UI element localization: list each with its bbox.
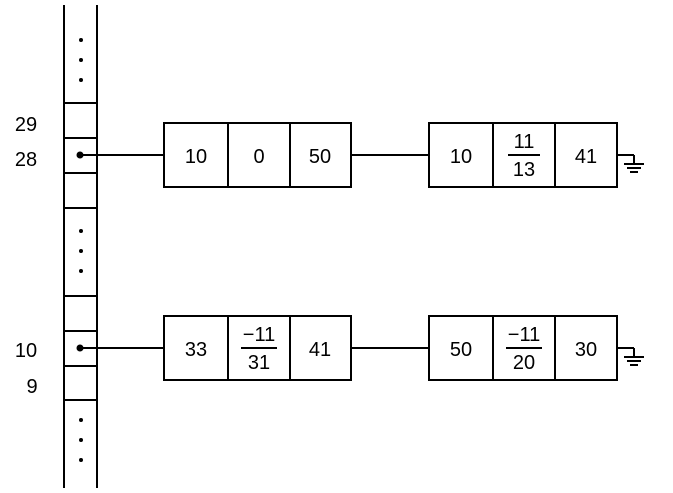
list-node: 33 −11 31 41 bbox=[163, 315, 352, 381]
array-ellipsis-dots bbox=[79, 38, 83, 462]
ellipsis-dot bbox=[79, 249, 83, 253]
null-ground-icon bbox=[617, 154, 644, 173]
node-value: 0 bbox=[253, 146, 264, 168]
fraction-numerator: −11 bbox=[508, 324, 540, 346]
ellipsis-dot bbox=[79, 269, 83, 273]
ellipsis-dot bbox=[79, 78, 83, 82]
node-value: 50 bbox=[450, 339, 472, 361]
hash-array bbox=[63, 5, 98, 488]
linked-list-bottom: 33 −11 31 41 50 −11 20 30 bbox=[76, 315, 644, 381]
node-value: 41 bbox=[309, 339, 331, 361]
list-node: 50 −11 20 30 bbox=[428, 315, 618, 381]
node-value: 30 bbox=[575, 339, 597, 361]
fraction-denominator: 13 bbox=[513, 159, 535, 181]
null-ground-icon bbox=[617, 347, 644, 366]
ellipsis-dot bbox=[79, 458, 83, 462]
list-node: 10 11 13 41 bbox=[428, 122, 618, 188]
fraction-denominator: 20 bbox=[513, 352, 535, 374]
node-value: 41 bbox=[575, 146, 597, 168]
ellipsis-dot bbox=[79, 438, 83, 442]
bucket-label-9: 9 bbox=[26, 376, 37, 398]
node-value: 10 bbox=[185, 146, 207, 168]
linked-list-top: 10 0 50 10 11 13 41 bbox=[76, 122, 644, 188]
bucket-label-28: 28 bbox=[15, 149, 37, 171]
list-node: 10 0 50 bbox=[163, 122, 352, 188]
node-value: 33 bbox=[185, 339, 207, 361]
ellipsis-dot bbox=[79, 58, 83, 62]
ellipsis-dot bbox=[79, 229, 83, 233]
ellipsis-dot bbox=[79, 38, 83, 42]
node-value: 10 bbox=[450, 146, 472, 168]
bucket-label-10: 10 bbox=[15, 340, 37, 362]
node-value: 50 bbox=[309, 146, 331, 168]
fraction-denominator: 31 bbox=[248, 352, 270, 374]
fraction-numerator: −11 bbox=[243, 324, 275, 346]
ellipsis-dot bbox=[79, 418, 83, 422]
fraction-numerator: 11 bbox=[514, 131, 535, 153]
bucket-label-29: 29 bbox=[15, 114, 37, 136]
